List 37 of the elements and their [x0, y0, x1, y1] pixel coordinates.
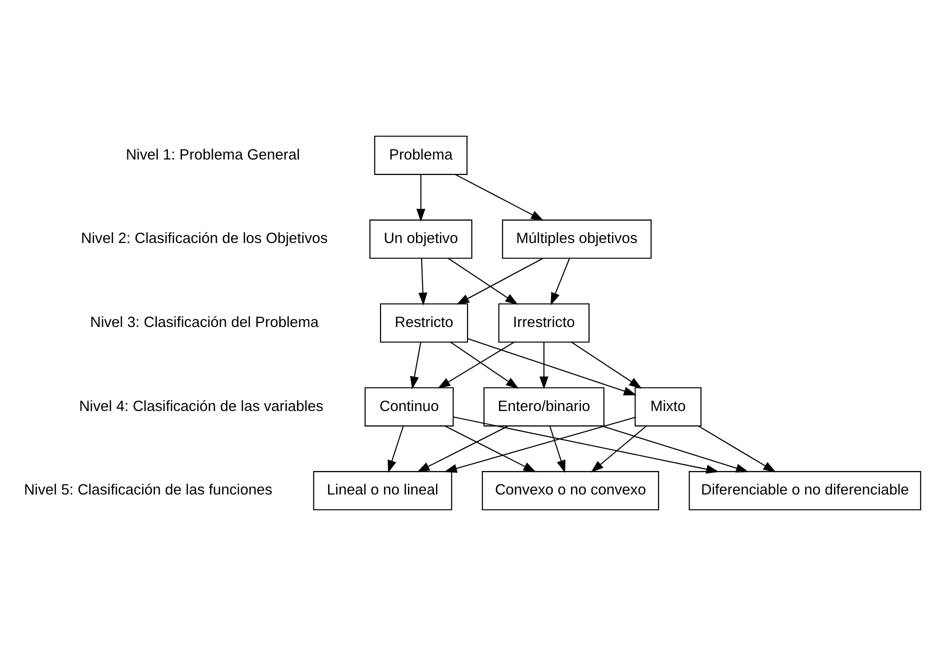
arrow: [438, 342, 514, 389]
arrow: [418, 258, 428, 306]
label: Nivel 3: Clasificación del Problema: [90, 314, 319, 331]
arrow: [571, 342, 642, 389]
arrow: [416, 426, 508, 472]
arrow: [416, 174, 426, 222]
arrow: [450, 342, 519, 389]
node-box: Múltiples objetivos: [502, 220, 652, 259]
node-box: Restricto: [380, 303, 468, 343]
label: Nivel 1: Problema General: [126, 147, 300, 164]
arrow: [590, 426, 647, 473]
node-box: Lineal o no lineal: [313, 471, 452, 510]
arrow: [453, 416, 720, 474]
arrow: [448, 258, 518, 305]
arrow: [539, 342, 548, 390]
arrow: [388, 426, 404, 474]
arrow: [455, 174, 544, 221]
label: Nivel 2: Clasificación de los Objetivos: [81, 231, 328, 248]
node-box: Entero/binario: [483, 387, 604, 426]
arrow: [602, 426, 749, 472]
arrow: [456, 258, 544, 305]
node-box: Un objetivo: [369, 220, 472, 259]
label: Nivel 5: Clasificación de las funciones: [24, 482, 272, 499]
arrow: [468, 338, 637, 396]
arrow: [550, 258, 570, 306]
node-box: Convexo o no convexo: [482, 471, 660, 510]
label: Nivel 4: Clasificación de las variables: [79, 398, 324, 415]
arrow: [410, 342, 422, 390]
arrow: [444, 416, 636, 473]
node-box: Mixto: [634, 387, 702, 426]
arrow: [444, 426, 536, 472]
arrow: [549, 426, 566, 474]
node-box: Diferenciable o no diferenciable: [688, 471, 922, 510]
node-box: Problema: [374, 136, 468, 175]
node-box: Irrestricto: [498, 303, 590, 343]
node-box: Continuo: [364, 387, 454, 426]
arrow: [698, 426, 776, 472]
